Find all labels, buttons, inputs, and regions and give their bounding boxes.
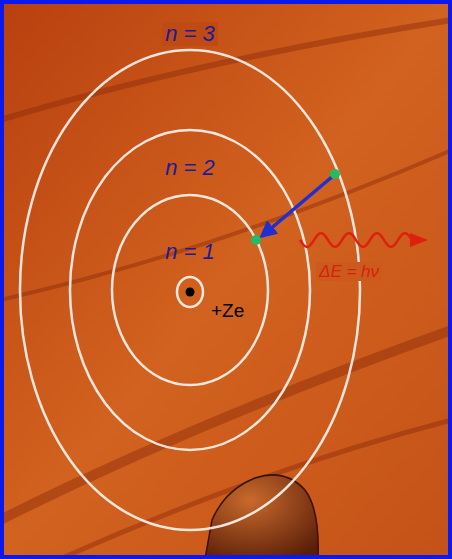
nucleus <box>186 288 195 297</box>
level-label: n = 1 <box>162 240 218 264</box>
photon-wave <box>300 233 428 247</box>
nucleus-charge: +Ze <box>208 300 247 321</box>
transition-arrow <box>262 176 333 236</box>
energy-label: ΔE = hν <box>316 262 382 281</box>
orbit-n2 <box>70 130 310 450</box>
background-streaks <box>0 20 452 559</box>
electron-end <box>251 235 261 245</box>
electron-start <box>330 169 340 179</box>
rock-figure <box>205 475 318 559</box>
photon-wave-line <box>300 233 412 247</box>
orbit-n1 <box>112 195 268 385</box>
level-label: n = 2 <box>162 156 218 180</box>
photon-arrowhead <box>410 233 428 247</box>
nucleus-ring <box>177 277 203 307</box>
orbits <box>20 50 360 530</box>
level-label: n = 3 <box>162 22 218 46</box>
orbit-n3 <box>20 50 360 530</box>
